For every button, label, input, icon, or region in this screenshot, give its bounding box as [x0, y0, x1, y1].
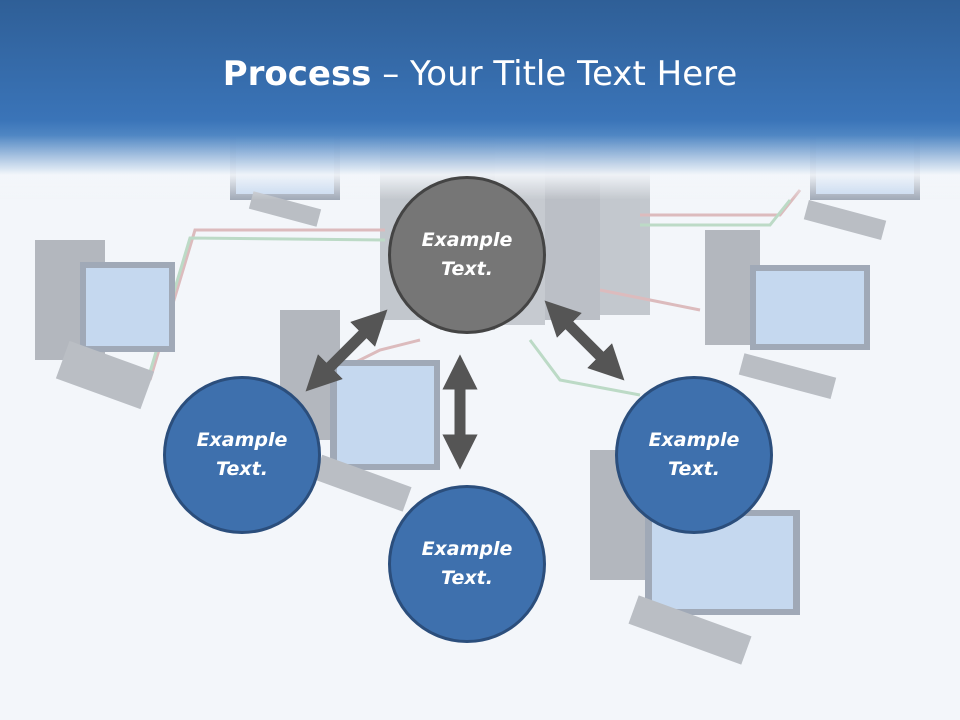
- center-node: Example Text.: [388, 176, 546, 334]
- center-node-text: Example Text.: [421, 229, 513, 280]
- right-node-text: Example Text.: [648, 429, 740, 480]
- title-bold: Process: [222, 54, 372, 94]
- arrow-center-right: [544, 300, 625, 381]
- bottom-node-text: Example Text.: [421, 538, 513, 589]
- title-rest: – Your Title Text Here: [371, 54, 738, 94]
- title-bar: [0, 0, 960, 200]
- right-node: Example Text.: [615, 376, 773, 534]
- slide-title: Process – Your Title Text Here: [0, 52, 960, 96]
- left-node-text: Example Text.: [196, 429, 288, 480]
- arrow-center-left: [305, 309, 388, 392]
- left-node: Example Text.: [163, 376, 321, 534]
- bottom-node: Example Text.: [388, 485, 546, 643]
